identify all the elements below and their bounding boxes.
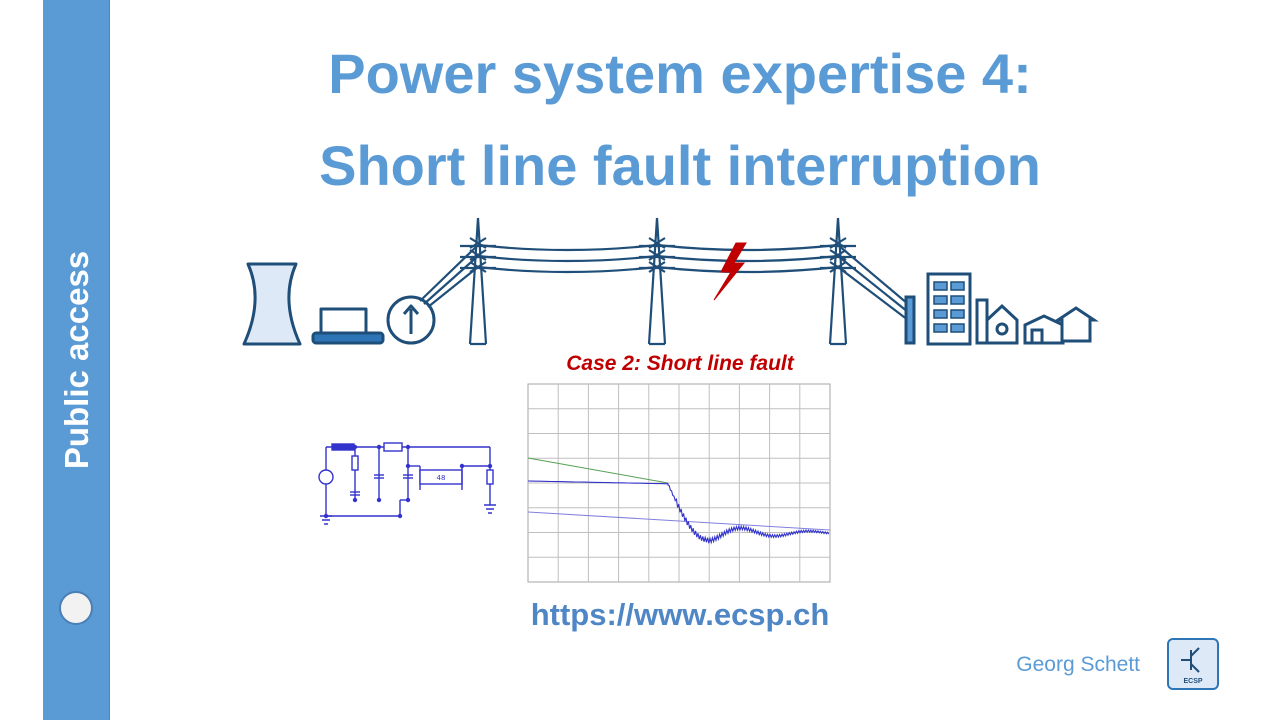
side-circle-button[interactable]	[59, 591, 93, 625]
ecsp-logo: ECSP	[1167, 638, 1219, 690]
transistor-icon	[1181, 647, 1200, 673]
power-system-illustration	[242, 217, 1099, 346]
cooling-tower-icon	[242, 262, 302, 346]
author-name: Georg Schett	[1016, 653, 1140, 676]
transmission-tower-icon	[460, 217, 496, 346]
substation-icon	[904, 295, 916, 345]
page-title-line-1: Power system expertise 4:	[328, 42, 1032, 105]
logo-text: ECSP	[1183, 678, 1203, 685]
generator-icon	[386, 295, 436, 345]
case-title: Case 2: Short line fault	[566, 352, 794, 375]
circuit-breaker	[383, 442, 403, 452]
website-url[interactable]: https://www.ecsp.ch	[530, 597, 830, 632]
transmission-tower-icon	[639, 217, 675, 346]
factory-icon	[975, 298, 1019, 345]
line-segment-label: 48	[437, 474, 446, 482]
green-curve	[527, 457, 669, 484]
plot-grid	[528, 384, 830, 582]
fault-lightning-icon	[713, 242, 747, 301]
purple-curve	[527, 511, 831, 531]
page-title-line-2: Short line fault interruption	[319, 134, 1041, 197]
house-icon	[1053, 306, 1099, 343]
voltage-source-icon	[318, 469, 334, 485]
transmission-tower-icon	[820, 217, 856, 346]
blue-oscillating-curve	[527, 480, 830, 545]
office-building-icon	[926, 272, 972, 346]
